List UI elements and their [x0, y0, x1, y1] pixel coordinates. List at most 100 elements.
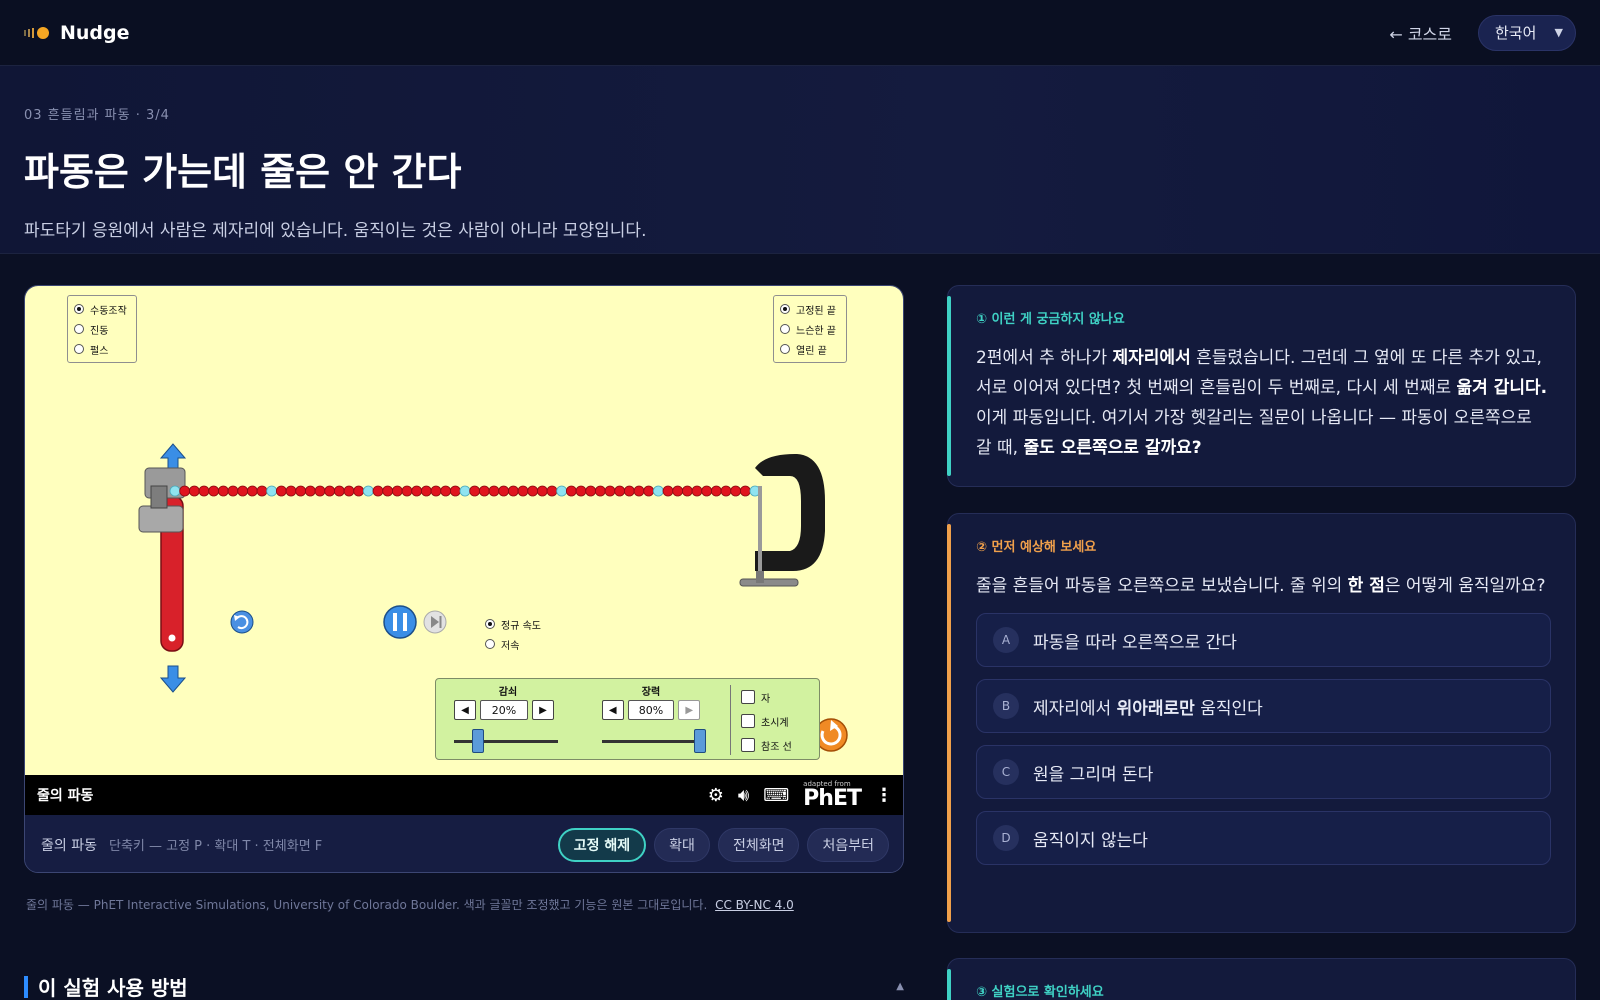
string-bead[interactable] — [401, 485, 413, 497]
string-bead-marker[interactable] — [362, 485, 374, 497]
string-bead[interactable] — [701, 485, 713, 497]
tension-increase-button[interactable]: ▶ — [678, 700, 700, 720]
tension-slider-thumb[interactable] — [694, 729, 706, 753]
damping-increase-button[interactable]: ▶ — [532, 700, 554, 720]
string-bead[interactable] — [188, 485, 200, 497]
damping-slider-track[interactable] — [454, 740, 558, 743]
string-bead[interactable] — [304, 485, 316, 497]
string-bead[interactable] — [527, 485, 539, 497]
string-bead[interactable] — [710, 485, 722, 497]
speed-option[interactable]: 정규 속도 — [485, 614, 541, 634]
radio-button[interactable] — [74, 304, 84, 314]
more-vertical-icon[interactable]: ⋮ — [875, 784, 893, 806]
string-bead[interactable] — [324, 485, 336, 497]
gear-icon[interactable]: ⚙ — [707, 784, 724, 806]
string-bead[interactable] — [449, 485, 461, 497]
string-bead[interactable] — [285, 485, 297, 497]
mode-option[interactable]: 수동조작 — [74, 299, 130, 319]
string-bead[interactable] — [440, 485, 452, 497]
string-bead[interactable] — [469, 485, 481, 497]
speaker-icon[interactable]: 🔊︎ — [737, 784, 750, 806]
mode-option[interactable]: 펄스 — [74, 339, 130, 359]
string-bead[interactable] — [217, 485, 229, 497]
logo[interactable]: Nudge — [24, 22, 130, 44]
tool-checkbox-row[interactable]: 참조 선 — [741, 733, 792, 757]
tool-checkbox-row[interactable]: 초시계 — [741, 709, 792, 733]
damping-decrease-button[interactable]: ◀ — [454, 700, 476, 720]
string-bead[interactable] — [353, 485, 365, 497]
howto-section-header[interactable]: 이 실험 사용 방법 ▲ — [24, 972, 904, 1000]
string-bead[interactable] — [237, 485, 249, 497]
string-bead[interactable] — [672, 485, 684, 497]
radio-button[interactable] — [74, 324, 84, 334]
step-forward-icon[interactable] — [423, 610, 447, 634]
radio-button[interactable] — [780, 304, 790, 314]
phet-logo[interactable]: adapted from PhET — [803, 780, 862, 810]
string-bead[interactable] — [246, 485, 258, 497]
tool-checkbox-row[interactable]: 자 — [741, 685, 792, 709]
tension-slider-track[interactable] — [602, 740, 706, 743]
string-bead[interactable] — [314, 485, 326, 497]
string-bead[interactable] — [208, 485, 220, 497]
radio-button[interactable] — [485, 619, 495, 629]
string-bead[interactable] — [343, 485, 355, 497]
string-bead-marker[interactable] — [169, 485, 181, 497]
string-bead[interactable] — [633, 485, 645, 497]
arrow-up-icon[interactable] — [159, 443, 187, 471]
string-bead[interactable] — [227, 485, 239, 497]
string-bead[interactable] — [498, 485, 510, 497]
string-bead[interactable] — [720, 485, 732, 497]
restart-button[interactable]: 처음부터 — [807, 827, 889, 862]
string-bead[interactable] — [333, 485, 345, 497]
string-bead[interactable] — [295, 485, 307, 497]
speed-option[interactable]: 저속 — [485, 634, 541, 654]
radio-button[interactable] — [485, 639, 495, 649]
radio-button[interactable] — [780, 344, 790, 354]
pause-icon[interactable] — [383, 605, 417, 639]
string-bead[interactable] — [391, 485, 403, 497]
checkbox[interactable] — [741, 738, 755, 752]
radio-button[interactable] — [780, 324, 790, 334]
string-bead[interactable] — [585, 485, 597, 497]
string-bead-marker[interactable] — [266, 485, 278, 497]
reset-all-icon[interactable] — [814, 718, 848, 752]
arrow-down-icon[interactable] — [159, 665, 187, 693]
chevron-up-icon[interactable]: ▲ — [896, 981, 904, 992]
string-bead[interactable] — [517, 485, 529, 497]
end-option[interactable]: 열린 끝 — [780, 339, 840, 359]
wrench-icon[interactable] — [138, 467, 186, 652]
rewind-icon[interactable] — [230, 610, 254, 634]
string-bead[interactable] — [614, 485, 626, 497]
tension-decrease-button[interactable]: ◀ — [602, 700, 624, 720]
string-bead[interactable] — [420, 485, 432, 497]
string-beads[interactable] — [169, 485, 761, 497]
string-bead[interactable] — [256, 485, 268, 497]
string-bead[interactable] — [604, 485, 616, 497]
string-bead[interactable] — [411, 485, 423, 497]
keyboard-icon[interactable]: ⌨ — [763, 784, 790, 806]
string-bead[interactable] — [546, 485, 558, 497]
checkbox[interactable] — [741, 714, 755, 728]
string-bead[interactable] — [691, 485, 703, 497]
string-bead[interactable] — [594, 485, 606, 497]
string-bead[interactable] — [681, 485, 693, 497]
string-bead-marker[interactable] — [459, 485, 471, 497]
end-option[interactable]: 고정된 끝 — [780, 299, 840, 319]
unpin-button[interactable]: 고정 해제 — [557, 827, 647, 862]
string-bead[interactable] — [430, 485, 442, 497]
zoom-button[interactable]: 확대 — [654, 827, 710, 862]
language-select[interactable]: 한국어 ▼ — [1478, 14, 1576, 51]
string-bead-marker[interactable] — [556, 485, 568, 497]
string-bead-marker[interactable] — [652, 485, 664, 497]
string-bead[interactable] — [739, 485, 751, 497]
string-bead[interactable] — [507, 485, 519, 497]
mode-option[interactable]: 진동 — [74, 319, 130, 339]
string-bead[interactable] — [478, 485, 490, 497]
string-bead[interactable] — [198, 485, 210, 497]
string-bead[interactable] — [536, 485, 548, 497]
damping-slider-thumb[interactable] — [472, 729, 485, 753]
